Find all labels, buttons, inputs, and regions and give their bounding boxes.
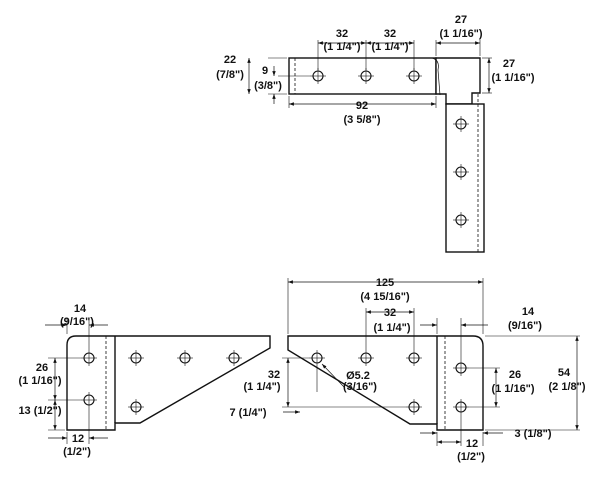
top-width-right-inch: (1 1/16") <box>491 72 534 84</box>
right-bottom-mm: 12 <box>466 438 478 450</box>
right-pitch-mm: 32 <box>384 307 396 319</box>
left-pitch-inch: (1 1/16") <box>18 375 61 387</box>
top-view-labels: 32 (1 1/4") 32 (1 1/4") 27 (1 1/16") 27 … <box>216 14 535 126</box>
left-bracket-holes <box>81 350 242 415</box>
top-plate-holes <box>310 68 469 228</box>
top-pitch-1-inch: (1 1/4") <box>323 41 360 53</box>
left-bottom-offset: 13 (1/2") <box>18 405 61 417</box>
right-bracket-outline <box>287 335 484 431</box>
right-bracket-holes <box>309 350 469 415</box>
top-pitch-1-mm: 32 <box>336 28 348 40</box>
top-hole-offset-inch: (3/8") <box>254 80 282 92</box>
right-pitch-inch: (1 1/4") <box>373 322 410 334</box>
right-hole-pitch-mm: 26 <box>509 369 521 381</box>
right-thickness: 3 (1/8") <box>514 428 551 440</box>
top-hole-offset-mm: 9 <box>262 65 268 77</box>
top-height-mm: 22 <box>224 54 236 66</box>
right-view-bracket <box>282 278 580 446</box>
left-top-inch: (9/16") <box>60 316 94 328</box>
top-length-inch: (3 5/8") <box>343 114 380 126</box>
vertical-plate <box>445 103 485 253</box>
right-height-mm: 54 <box>558 367 571 379</box>
right-hole-dia-mm: Ø5.2 <box>346 370 370 382</box>
left-bottom-mm: 12 <box>72 433 84 445</box>
top-view-bracket <box>247 40 492 253</box>
right-hole-pitch-inch: (1 1/16") <box>491 383 534 395</box>
top-flange-inch: (1 1/16") <box>439 28 482 40</box>
left-bottom-inch: (1/2") <box>63 446 91 458</box>
right-length-inch: (4 15/16") <box>360 291 410 303</box>
right-left-pitch-mm: 32 <box>268 369 280 381</box>
right-flange-inch: (9/16") <box>508 320 542 332</box>
right-height-inch: (2 1/8") <box>548 381 585 393</box>
top-width-right-mm: 27 <box>503 58 515 70</box>
top-pitch-2-inch: (1 1/4") <box>371 41 408 53</box>
left-view-bracket <box>45 318 271 444</box>
top-flange <box>435 57 481 105</box>
top-length-mm: 92 <box>356 100 368 112</box>
right-length-mm: 125 <box>376 277 394 289</box>
right-flange-mm: 14 <box>522 306 535 318</box>
left-top-mm: 14 <box>74 303 87 315</box>
right-view-labels: 125 (4 15/16") 32 (1 1/4") 14 (9/16") 32… <box>229 277 585 463</box>
top-flange-mm: 27 <box>455 14 467 26</box>
right-left-pitch-inch: (1 1/4") <box>243 381 280 393</box>
right-hole-dia-inch: (3/16") <box>343 381 377 393</box>
right-edge-offset: 7 (1/4") <box>229 407 266 419</box>
right-bottom-inch: (1/2") <box>457 451 485 463</box>
top-height-inch: (7/8") <box>216 69 244 81</box>
left-view-labels: 14 (9/16") 26 (1 1/16") 13 (1/2") 12 (1/… <box>18 303 94 458</box>
left-pitch-mm: 26 <box>36 362 48 374</box>
top-pitch-2-mm: 32 <box>384 28 396 40</box>
left-bracket-outline <box>66 335 271 431</box>
